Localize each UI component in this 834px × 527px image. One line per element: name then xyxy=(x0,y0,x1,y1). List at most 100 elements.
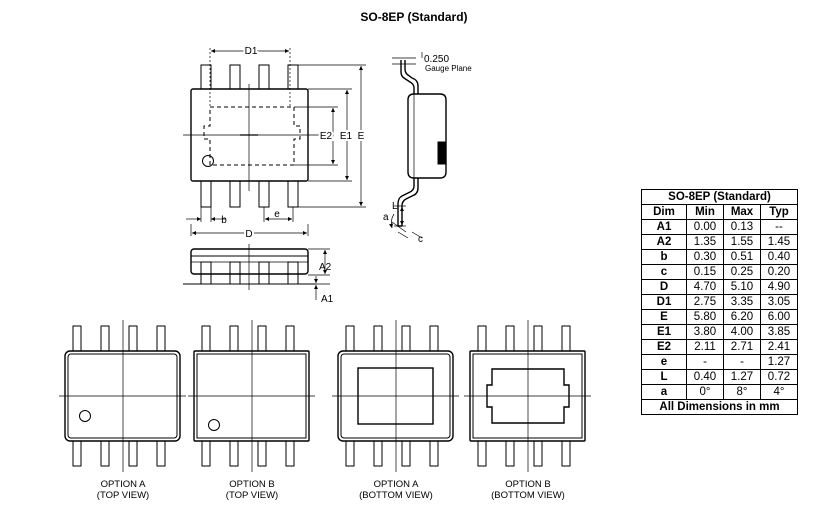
option-a-bottom-view xyxy=(332,320,459,472)
option-b-top-view xyxy=(188,320,315,472)
table-cell-value: 4.00 xyxy=(723,324,761,340)
option-b-top-view-label: (TOP VIEW) xyxy=(226,490,278,501)
table-cell-value: -- xyxy=(760,219,798,235)
table-cell-dim: A2 xyxy=(641,234,687,250)
header-min: Min xyxy=(686,204,724,220)
table-cell-value: 2.41 xyxy=(760,339,798,355)
header-dim: Dim xyxy=(641,204,687,220)
option-a-top-view-label: (TOP VIEW) xyxy=(97,490,149,501)
table-cell-dim: e xyxy=(641,354,687,370)
table-cell-value: 2.11 xyxy=(686,339,724,355)
header-typ: Typ xyxy=(760,204,798,220)
table-cell-value: 0.13 xyxy=(723,219,761,235)
table-cell-dim: E1 xyxy=(641,324,687,340)
option-b-bottom-view-label: (BOTTOM VIEW) xyxy=(491,490,565,501)
header-max: Max xyxy=(723,204,761,220)
option-a-top-name: OPTION A xyxy=(101,479,147,490)
label-e2: E2 xyxy=(320,131,333,142)
table-caption: SO-8EP (Standard) xyxy=(641,189,798,205)
table-cell-value: 6.20 xyxy=(723,309,761,325)
label-b: b xyxy=(221,215,227,226)
option-a-bottom-view-label: (BOTTOM VIEW) xyxy=(359,490,433,501)
table-cell-value: 8° xyxy=(723,384,761,400)
table-cell-dim: D xyxy=(641,279,687,295)
top-leads xyxy=(200,64,299,90)
label-gauge-value: 0.250 xyxy=(424,54,449,65)
table-cell-value: 3.85 xyxy=(760,324,798,340)
label-d1: D1 xyxy=(245,46,258,57)
table-cell-dim: b xyxy=(641,249,687,265)
table-cell-value: 1.55 xyxy=(723,234,761,250)
label-d: D xyxy=(245,229,252,240)
table-cell-dim: c xyxy=(641,264,687,280)
table-cell-value: 4.70 xyxy=(686,279,724,295)
table-cell-value: 1.27 xyxy=(760,354,798,370)
option-b-bottom-view xyxy=(464,320,591,472)
table-cell-value: 6.00 xyxy=(760,309,798,325)
table-cell-dim: A1 xyxy=(641,219,687,235)
table-cell-value: 2.75 xyxy=(686,294,724,310)
table-cell-dim: D1 xyxy=(641,294,687,310)
label-a-angle: a xyxy=(383,212,389,223)
table-cell-value: 3.05 xyxy=(760,294,798,310)
label-e1: E1 xyxy=(340,131,353,142)
table-row: e--1.27 xyxy=(641,354,798,370)
table-cell-dim: E2 xyxy=(641,339,687,355)
table-cell-value: 4.90 xyxy=(760,279,798,295)
table-cell-value: - xyxy=(723,354,761,370)
pin1-marker xyxy=(202,155,214,167)
table-cell-value: - xyxy=(686,354,724,370)
table-cell-value: 0.40 xyxy=(686,369,724,385)
table-cell-value: 0.15 xyxy=(686,264,724,280)
table-cell-dim: E xyxy=(641,309,687,325)
option-b-top-name: OPTION B xyxy=(229,479,274,490)
table-footer: All Dimensions in mm xyxy=(641,399,798,415)
table-cell-value: 5.80 xyxy=(686,309,724,325)
table-cell-value: 1.35 xyxy=(686,234,724,250)
option-b-bottom-name: OPTION B xyxy=(505,479,550,490)
top-view: D1 E2 E1 E b e D xyxy=(183,44,367,242)
table-cell-value: 1.27 xyxy=(723,369,761,385)
table-cell-value: 3.35 xyxy=(723,294,761,310)
table-cell-value: 0.25 xyxy=(723,264,761,280)
table-cell-value: 0° xyxy=(686,384,724,400)
label-a2: A2 xyxy=(319,262,332,273)
label-a1: A1 xyxy=(321,294,334,305)
drawing-title: SO-8EP (Standard) xyxy=(360,10,467,24)
table-cell-value: 0.72 xyxy=(760,369,798,385)
table-cell-value: 1.45 xyxy=(760,234,798,250)
table-cell-value: 4° xyxy=(760,384,798,400)
table-cell-value: 2.71 xyxy=(723,339,761,355)
option-a-bottom-name: OPTION A xyxy=(374,479,420,490)
label-gauge-plane: Gauge Plane xyxy=(425,64,472,73)
label-pitch-e: e xyxy=(274,209,280,220)
label-c: c xyxy=(418,234,423,245)
bottom-leads xyxy=(200,180,299,208)
table-cell-value: 0.30 xyxy=(686,249,724,265)
table-cell-dim: L xyxy=(641,369,687,385)
table-cell-dim: a xyxy=(641,384,687,400)
label-l: L xyxy=(392,201,398,212)
side-view: 0.250 Gauge Plane L a c xyxy=(383,52,472,245)
front-view: A2 A1 xyxy=(183,244,334,305)
table-cell-value: 0.20 xyxy=(760,264,798,280)
table-cell-value: 3.80 xyxy=(686,324,724,340)
table-cell-value: 0.00 xyxy=(686,219,724,235)
table-cell-value: 0.40 xyxy=(760,249,798,265)
table-cell-value: 5.10 xyxy=(723,279,761,295)
table-cell-value: 0.51 xyxy=(723,249,761,265)
option-a-top-view xyxy=(59,320,186,472)
